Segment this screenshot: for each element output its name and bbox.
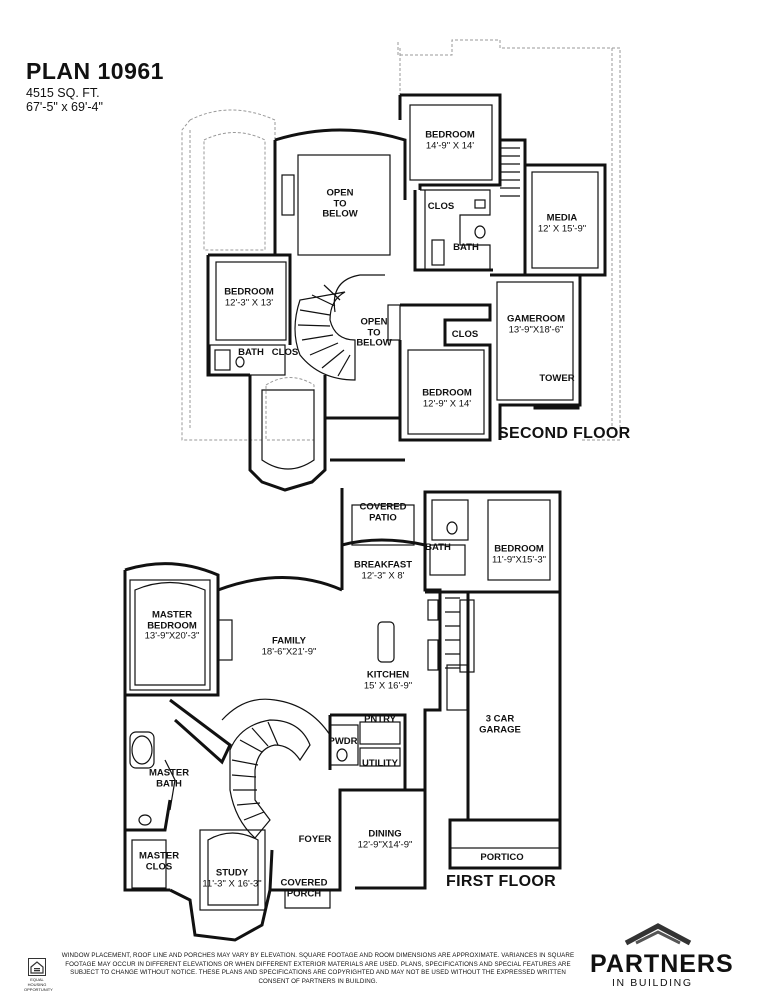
disclaimer-text: WINDOW PLACEMENT, ROOF LINE AND PORCHES … xyxy=(61,952,575,985)
room-powder: PWDR xyxy=(328,735,358,747)
room-tower: TOWER xyxy=(539,372,575,384)
room-open-to-below-1: OPEN TO BELOW xyxy=(322,187,358,220)
room-bath-upper-2: BATH xyxy=(238,346,264,358)
room-master-bath: MASTER BATH xyxy=(148,767,190,789)
room-utility: UTILITY xyxy=(362,757,398,769)
room-closet-upper-3: CLOS xyxy=(271,346,299,358)
equal-housing-icon xyxy=(28,958,46,976)
room-garage: 3 CAR GARAGE xyxy=(479,713,521,735)
second-floor-walls xyxy=(206,93,607,492)
plan-dimensions: 67'-5" x 69'-4" xyxy=(26,100,103,114)
room-foyer: FOYER xyxy=(298,833,332,845)
partners-logo-subtitle: IN BUILDING xyxy=(612,977,693,989)
room-master-closet: MASTER CLOS xyxy=(138,850,180,872)
room-portico: PORTICO xyxy=(480,851,524,863)
room-pantry: PNTRY xyxy=(364,713,396,725)
first-floor-label: FIRST FLOOR xyxy=(446,873,556,890)
plan-title: PLAN 10961 xyxy=(26,58,164,84)
square-footage: 4515 SQ. FT. xyxy=(26,86,100,100)
room-open-to-below-2: OPEN TO BELOW xyxy=(356,316,392,349)
room-closet-upper-2: CLOS xyxy=(451,328,479,340)
equal-housing-text: EQUAL HOUSING OPPORTUNITY xyxy=(24,977,53,992)
room-covered-patio: COVERED PATIO xyxy=(359,501,407,523)
second-floor-label: SECOND FLOOR xyxy=(498,425,631,442)
partners-logo-word: PARTNERS xyxy=(590,950,734,978)
roofline-dashed xyxy=(181,39,621,441)
first-floor-details xyxy=(129,499,561,911)
room-bath-upper-1: BATH xyxy=(453,241,479,253)
room-closet-upper-1: CLOS xyxy=(427,200,455,212)
partners-logo-roof-icon xyxy=(624,923,692,946)
first-floor-walls xyxy=(123,488,562,942)
second-floor-details xyxy=(209,104,599,470)
room-bath-lower: BATH xyxy=(425,541,451,553)
room-covered-porch: COVERED PORCH xyxy=(280,877,328,899)
